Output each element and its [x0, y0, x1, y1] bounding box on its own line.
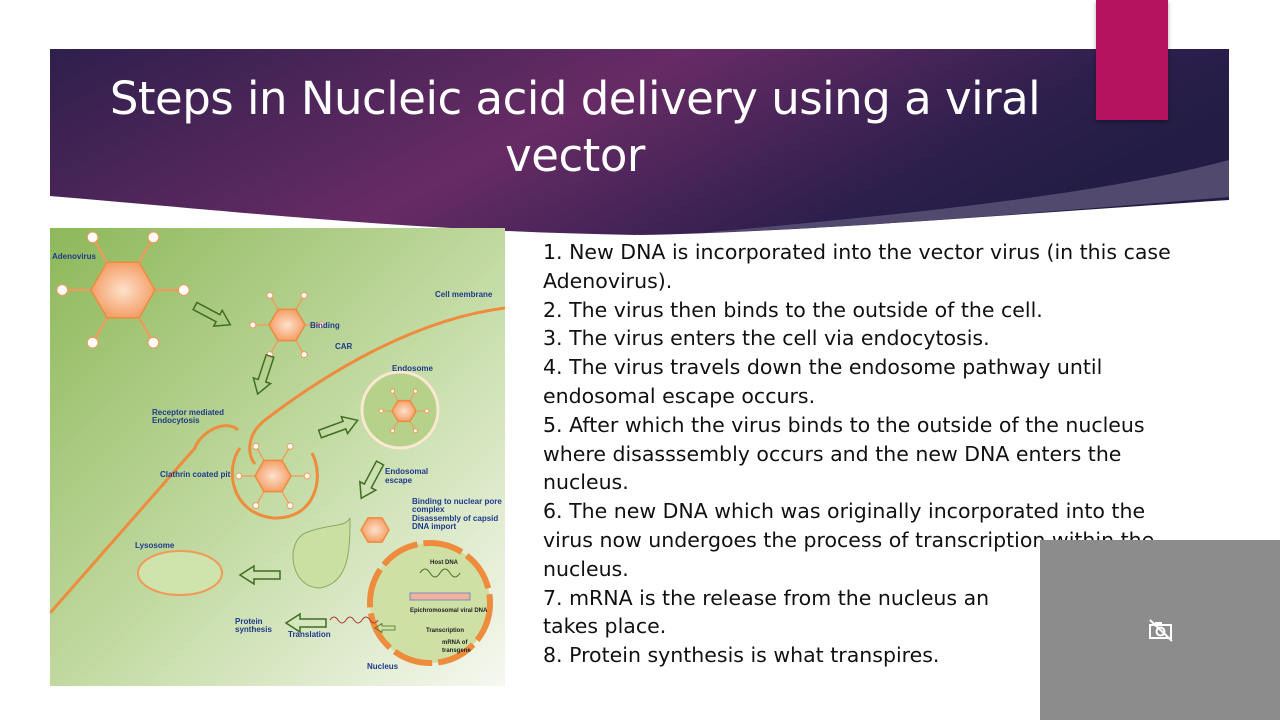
- virus-particles-endosome: [378, 388, 430, 434]
- title-banner: [50, 49, 1229, 235]
- virus-particle: [56, 231, 190, 349]
- accent-block: [1096, 0, 1168, 120]
- step-line: Adenovirus).: [543, 268, 673, 293]
- label-clathrin: Clathrin coated pit: [160, 470, 231, 479]
- label-adenovirus: Adenovirus: [52, 252, 97, 261]
- label-epichromosomal: Epichromosomal viral DNA: [410, 608, 488, 614]
- virus-particle: [249, 291, 325, 359]
- escaped-endosome: [292, 517, 351, 589]
- cell-membrane: [50, 306, 505, 614]
- step-line: 4. The virus travels down the endosome p…: [543, 355, 1103, 380]
- label-mrna: mRNA of: [442, 640, 468, 646]
- label-translation: Translation: [288, 630, 331, 639]
- step-line: 1. New DNA is incorporated into the vect…: [543, 240, 1171, 264]
- label-lysosome: Lysosome: [135, 541, 175, 550]
- viral-vector-diagram: Adenovirus Cell membrane Binding CAR End…: [50, 228, 505, 686]
- step-line: 2. The virus then binds to the outside o…: [543, 297, 1043, 322]
- step-line: takes place.: [543, 614, 667, 639]
- lysosome: [137, 550, 223, 596]
- label-escape: escape: [385, 476, 413, 485]
- label-synthesis: synthesis: [235, 625, 272, 634]
- label-pore: Binding to nuclear pore: [412, 497, 502, 506]
- label-cell-membrane: Cell membrane: [435, 290, 493, 299]
- camera-off-icon: [1149, 619, 1173, 642]
- label-receptor: Receptor mediated: [152, 408, 224, 417]
- label-complex: complex: [412, 505, 445, 514]
- virus-particle: [360, 517, 390, 543]
- label-dna-import: DNA import: [412, 522, 456, 531]
- label-nucleus: Nucleus: [367, 662, 399, 671]
- step-line: 8. Protein synthesis is what transpires.: [543, 643, 940, 668]
- label-binding: Binding: [310, 321, 340, 330]
- steps-text: 1. New DNA is incorporated into the vect…: [543, 238, 1263, 670]
- label-endocytosis: Endocytosis: [152, 416, 200, 425]
- virus-particles: [56, 231, 390, 543]
- step-line: endosomal escape occurs.: [543, 383, 816, 408]
- step-line: 6. The new DNA which was originally inco…: [543, 499, 1146, 524]
- step-line: 5. After which the virus binds to the ou…: [543, 412, 1145, 437]
- label-host-dna: Host DNA: [430, 560, 459, 566]
- label-car: CAR: [335, 342, 353, 351]
- label-endosomal: Endosomal: [385, 467, 428, 476]
- virus-particle: [378, 388, 430, 434]
- virus-particle: [235, 442, 311, 510]
- step-line: where disasssembly occurs and the new DN…: [543, 441, 1122, 466]
- step-line: 3. The virus enters the cell via endocyt…: [543, 326, 990, 351]
- label-transgene: transgene: [442, 648, 471, 654]
- label-transcription: Transcription: [426, 628, 464, 634]
- label-endosome: Endosome: [392, 364, 433, 373]
- step-line: nucleus.: [543, 556, 629, 581]
- step-line: 7. mRNA is the release from the nucleus …: [543, 585, 990, 610]
- label-disassembly: Disassembly of capsid: [412, 514, 498, 523]
- slide-title: Steps in Nucleic acid delivery using a v…: [109, 72, 1041, 182]
- step-line: nucleus.: [543, 470, 629, 495]
- label-protein: Protein: [235, 617, 263, 626]
